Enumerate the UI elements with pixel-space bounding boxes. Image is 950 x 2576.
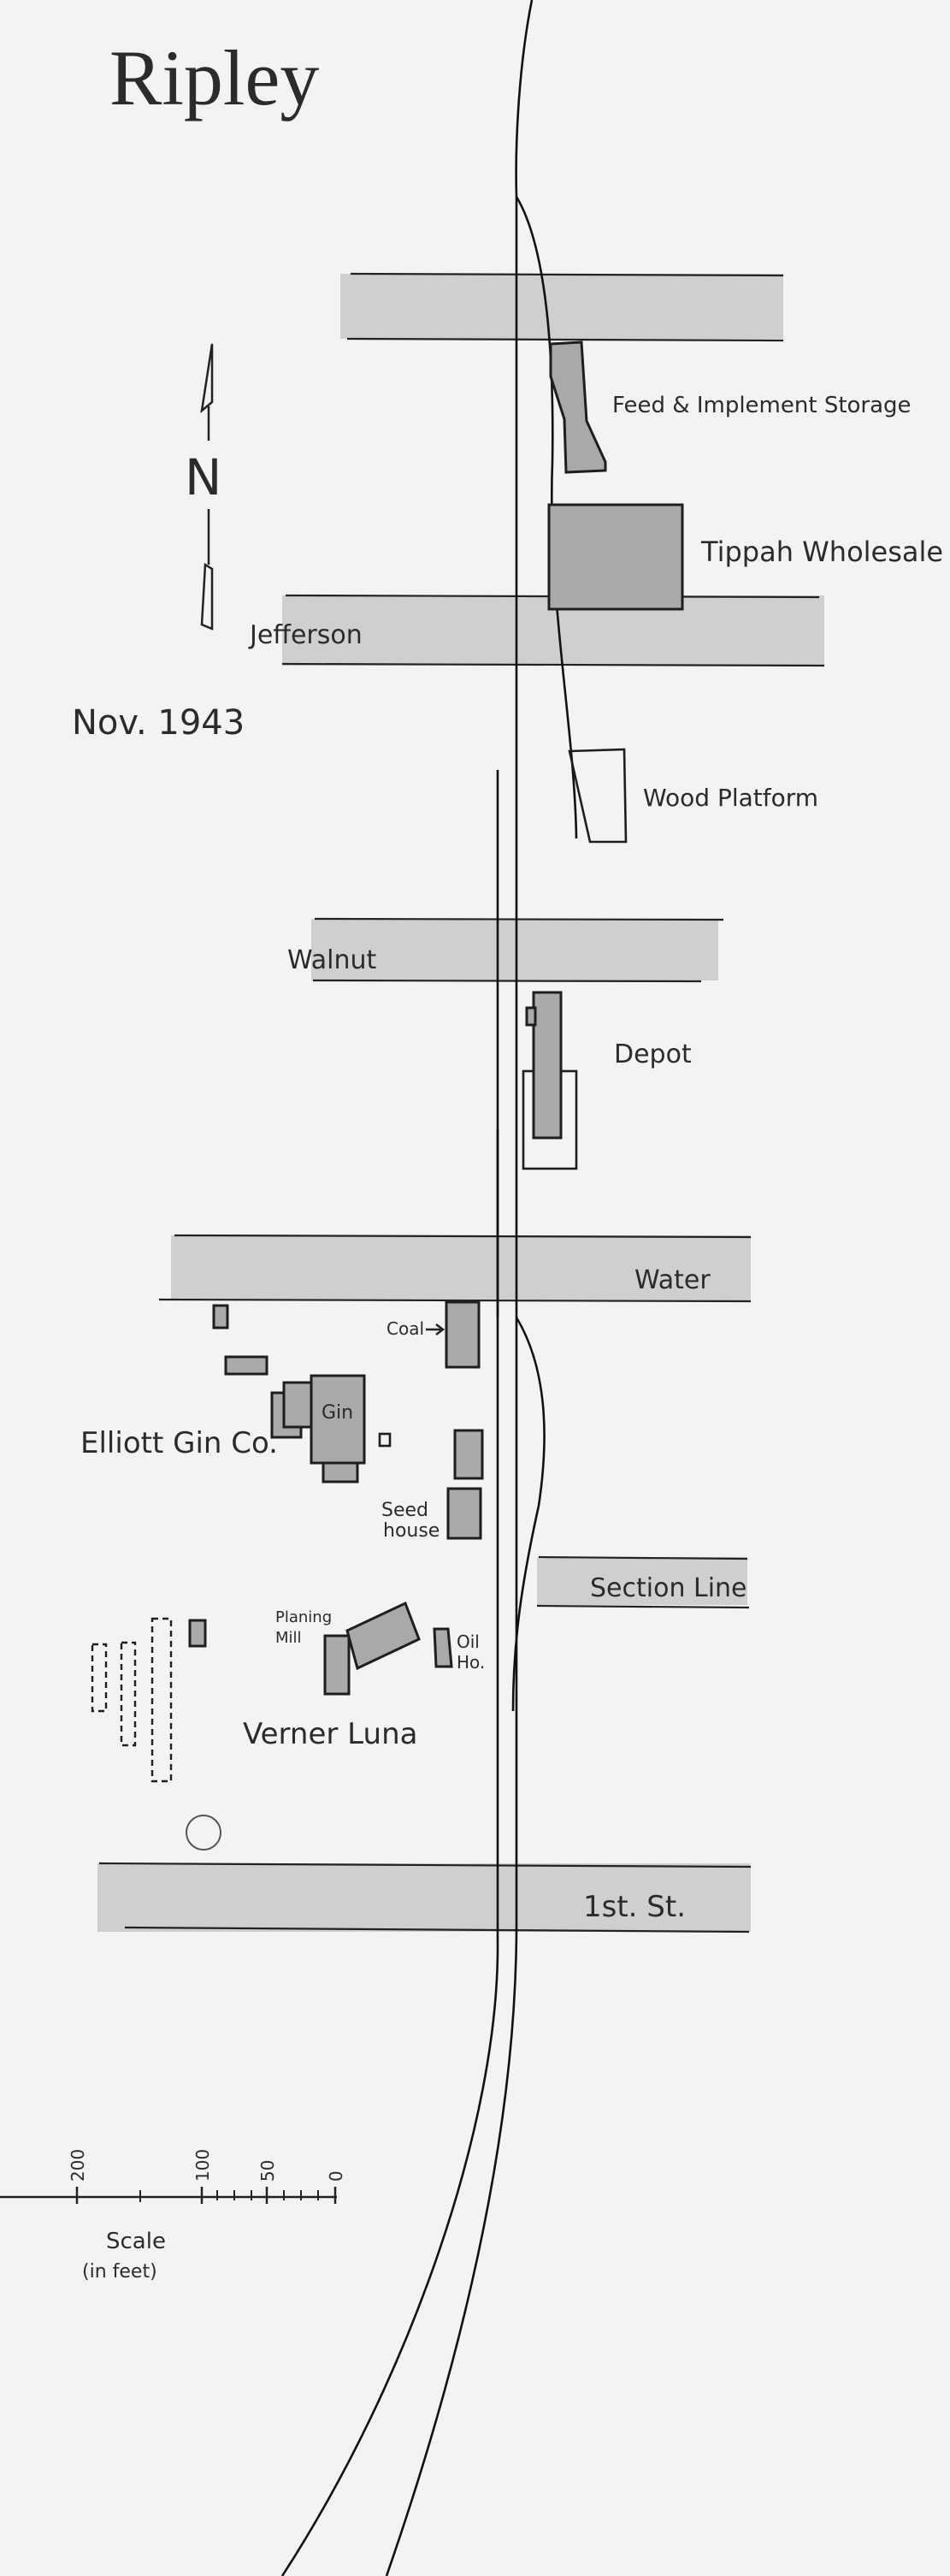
street-walnut: Walnut <box>287 917 724 983</box>
building-planing-small <box>323 1634 351 1696</box>
street-label-jefferson: Jefferson <box>248 620 363 650</box>
label-elliott-gin: Elliott Gin Co. <box>80 1426 278 1460</box>
label-oil-2: Ho. <box>457 1652 485 1673</box>
street-label-water: Water <box>634 1265 711 1295</box>
building-wood-platform <box>568 748 628 844</box>
building-gin <box>270 1374 366 1483</box>
railroad-tracks <box>280 0 578 2576</box>
label-planing-1: Planing <box>275 1608 332 1626</box>
building-small-2 <box>224 1355 268 1376</box>
label-feed-storage: Feed & Implement Storage <box>612 393 912 418</box>
street-jefferson: Jefferson <box>248 594 825 667</box>
street-label-section-line: Section Line <box>590 1573 747 1603</box>
building-oil-house <box>433 1627 453 1668</box>
label-tippah-wholesale: Tippah Wholesale <box>700 536 943 568</box>
building-small-4 <box>453 1429 484 1480</box>
label-wood-platform: Wood Platform <box>643 784 818 812</box>
scale-tick-200: 200 <box>68 2149 88 2182</box>
scale-tick-100: 100 <box>192 2149 213 2182</box>
label-verner-luna: Verner Luna <box>243 1717 417 1751</box>
north-arrow-icon <box>200 343 214 631</box>
scale-tick-0: 0 <box>326 2170 346 2182</box>
label-oil-1: Oil <box>457 1631 480 1652</box>
arrow-icon <box>426 1324 445 1335</box>
label-depot: Depot <box>614 1039 692 1069</box>
street-section-line: Section Line <box>536 1555 750 1609</box>
building-coal <box>445 1300 481 1369</box>
street-top <box>340 272 784 342</box>
dashed-structure-3 <box>150 1617 173 1783</box>
building-planing-mill <box>345 1601 421 1671</box>
label-planing-2: Mill <box>275 1629 302 1647</box>
label-seed-1: Seed <box>381 1500 428 1521</box>
scale-bar <box>0 2187 337 2204</box>
dashed-structure-1 <box>91 1643 108 1713</box>
building-small-3 <box>378 1432 392 1448</box>
tank-circle <box>186 1815 221 1851</box>
street-1st: 1st. St. <box>97 1862 752 1933</box>
street-water: Water <box>158 1234 752 1303</box>
scale-tick-50: 50 <box>257 2160 278 2182</box>
label-coal: Coal <box>386 1318 424 1339</box>
street-label-walnut: Walnut <box>287 945 376 975</box>
north-label: N <box>185 448 221 506</box>
building-depot <box>522 991 578 1170</box>
scale-unit: (in feet) <box>82 2261 157 2283</box>
building-feed-storage <box>549 341 607 474</box>
building-tippah-wholesale <box>547 503 684 611</box>
label-gin: Gin <box>322 1402 353 1424</box>
building-small-5 <box>188 1619 207 1648</box>
building-seed-house <box>446 1487 482 1540</box>
map-title: Ripley <box>109 34 319 121</box>
dashed-structure-2 <box>120 1641 137 1747</box>
building-small-1 <box>212 1304 229 1329</box>
street-label-1st: 1st. St. <box>583 1890 686 1924</box>
scale-label: Scale <box>106 2229 166 2254</box>
map-date: Nov. 1943 <box>72 703 245 743</box>
label-seed-2: house <box>383 1520 440 1542</box>
